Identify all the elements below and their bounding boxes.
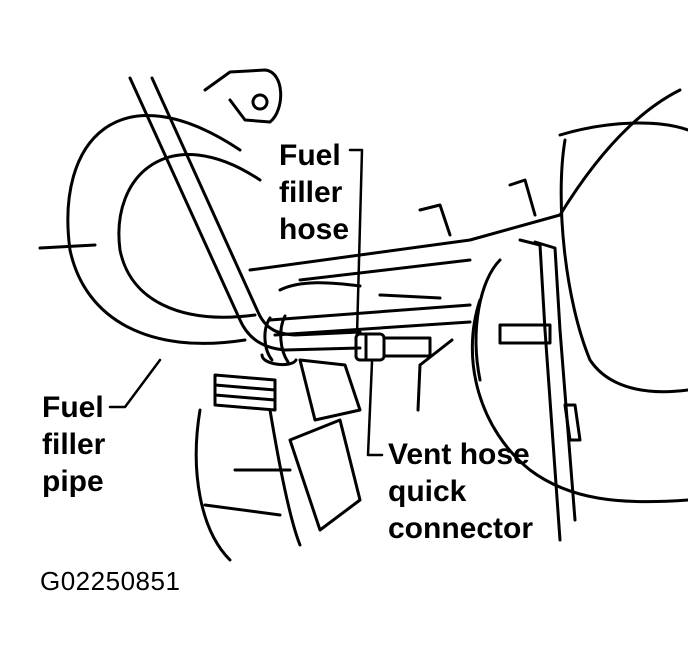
label-vent-hose-quick-connector: Vent hose quick connector [388,436,533,547]
label-line: Fuel [279,139,341,172]
fuel-tank-drawing [470,121,688,542]
leader-fuel-filler-hose [348,148,364,337]
label-line: filler [42,428,106,461]
fuel-filler-pipe-drawing [38,114,262,345]
leader-fuel-filler-pipe [108,358,162,409]
label-line: Vent hose [388,438,530,471]
fuel-filler-hose-drawing [260,281,472,367]
label-fuel-filler-hose: Fuel filler hose [279,137,349,248]
label-line: quick [388,475,467,508]
label-line: hose [279,213,350,246]
vehicle-frame-drawing [248,88,682,282]
label-line: Fuel [42,391,104,424]
lower-body-drawing [194,338,454,562]
quick-connector-drawing [354,332,432,362]
mounting-bracket-drawing [203,68,283,124]
label-line: pipe [42,465,104,498]
leader-vent-hose [366,360,384,457]
label-line: connector [388,512,534,545]
leader-lines [108,148,384,457]
label-line: filler [279,176,343,209]
label-fuel-filler-pipe: Fuel filler pipe [42,389,105,500]
figure-id: G02250851 [40,566,181,596]
